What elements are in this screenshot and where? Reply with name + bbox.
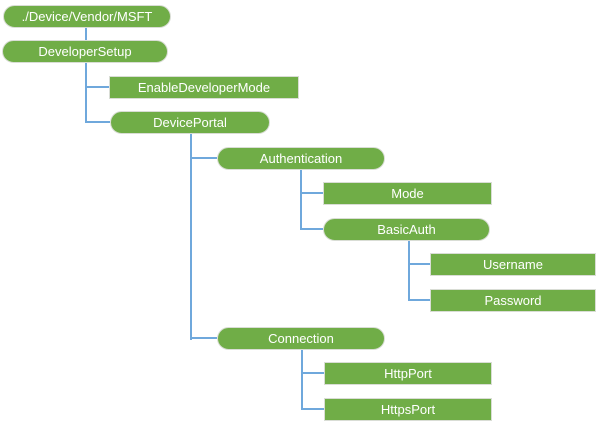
connector-to-connection bbox=[190, 337, 217, 339]
connector-deviceportal-drop bbox=[190, 134, 192, 340]
connector-root-developersetup bbox=[85, 28, 87, 40]
connector-to-deviceportal bbox=[85, 121, 110, 123]
node-device-portal: DevicePortal bbox=[110, 111, 270, 134]
node-developer-setup: DeveloperSetup bbox=[2, 40, 168, 63]
node-mode: Mode bbox=[323, 182, 492, 205]
node-root: ./Device/Vendor/MSFT bbox=[3, 5, 171, 28]
connector-developersetup-drop bbox=[85, 63, 87, 123]
node-basic-auth: BasicAuth bbox=[323, 218, 490, 241]
node-enable-developer-mode: EnableDeveloperMode bbox=[109, 76, 299, 99]
node-password: Password bbox=[430, 289, 596, 312]
node-authentication: Authentication bbox=[217, 147, 385, 170]
node-connection: Connection bbox=[217, 327, 385, 350]
connector-basicauth-drop bbox=[408, 241, 410, 301]
node-https-port: HttpsPort bbox=[324, 398, 492, 421]
node-username: Username bbox=[430, 253, 596, 276]
node-http-port: HttpPort bbox=[324, 362, 492, 385]
connector-to-httpport bbox=[301, 372, 324, 374]
connector-authentication-drop bbox=[300, 170, 302, 230]
connector-to-basicauth bbox=[300, 228, 323, 230]
connector-to-enabledevelopermode bbox=[85, 86, 109, 88]
connector-to-username bbox=[408, 263, 430, 265]
connector-to-httpsport bbox=[301, 408, 324, 410]
connector-to-authentication bbox=[190, 157, 217, 159]
connector-connection-drop bbox=[301, 350, 303, 410]
connector-to-mode bbox=[300, 192, 323, 194]
connector-to-password bbox=[408, 299, 430, 301]
